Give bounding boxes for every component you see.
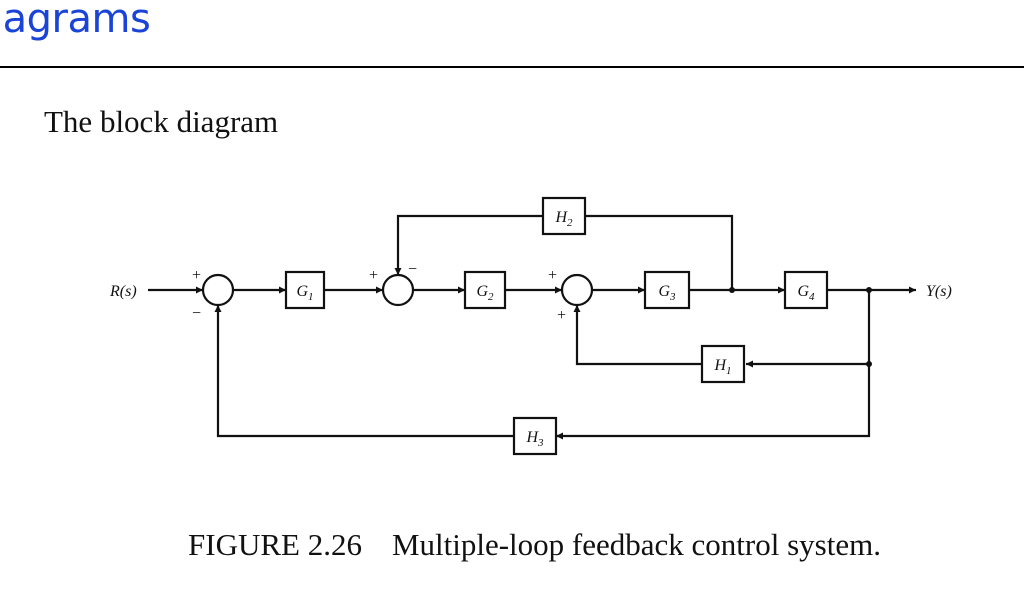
signal-line-h2-pickoff — [575, 212, 734, 290]
slide-title: iagrams — [0, 0, 151, 42]
block-g3 — [643, 270, 691, 310]
block-h1 — [700, 344, 746, 384]
summing-junction-1 — [201, 273, 235, 307]
block-h1-label: H1 — [713, 357, 731, 377]
figure-number: FIGURE 2.26 — [188, 527, 362, 562]
output-label: Y(s) — [926, 283, 952, 300]
signal-line-h3-pickoff — [556, 364, 871, 440]
sum3-sign-plus-bottom: + — [557, 307, 566, 324]
sum2-sign-plus: + — [369, 267, 378, 284]
sum2-sign-minus: − — [408, 261, 417, 278]
block-g4 — [783, 270, 829, 310]
sum3-sign-plus-top: + — [548, 267, 557, 284]
block-g2 — [463, 270, 507, 310]
title-divider — [0, 66, 1024, 68]
block-h2-label: H2 — [554, 209, 573, 229]
signal-line-h3-feedback — [214, 305, 514, 438]
block-g4-label: G4 — [797, 283, 815, 303]
summing-junction-3 — [560, 273, 594, 307]
sum1-sign-minus: − — [192, 305, 201, 322]
block-h3 — [512, 416, 558, 456]
block-g1-label: G1 — [296, 283, 313, 303]
signal-line-h1-feedback — [573, 305, 702, 366]
figure-caption: FIGURE 2.26 Multiple-loop feedback contro… — [188, 524, 888, 565]
input-label: R(s) — [109, 283, 137, 300]
signal-line-h2-feedback — [394, 214, 543, 275]
summing-junction-2 — [381, 273, 415, 307]
block-h3-label: H3 — [525, 429, 544, 449]
block-g1 — [284, 270, 326, 310]
sum1-sign-plus: + — [192, 267, 201, 284]
pickoff-point-h1 — [866, 361, 872, 367]
pickoff-point-output — [866, 287, 872, 293]
figure-caption-text: Multiple-loop feedback control system. — [391, 527, 881, 562]
slide-subtitle: The block diagram — [44, 104, 279, 139]
pickoff-point-g3 — [729, 287, 735, 293]
block-h2 — [541, 196, 587, 236]
block-g2-label: G2 — [476, 283, 494, 303]
block-g3-label: G3 — [658, 283, 676, 303]
